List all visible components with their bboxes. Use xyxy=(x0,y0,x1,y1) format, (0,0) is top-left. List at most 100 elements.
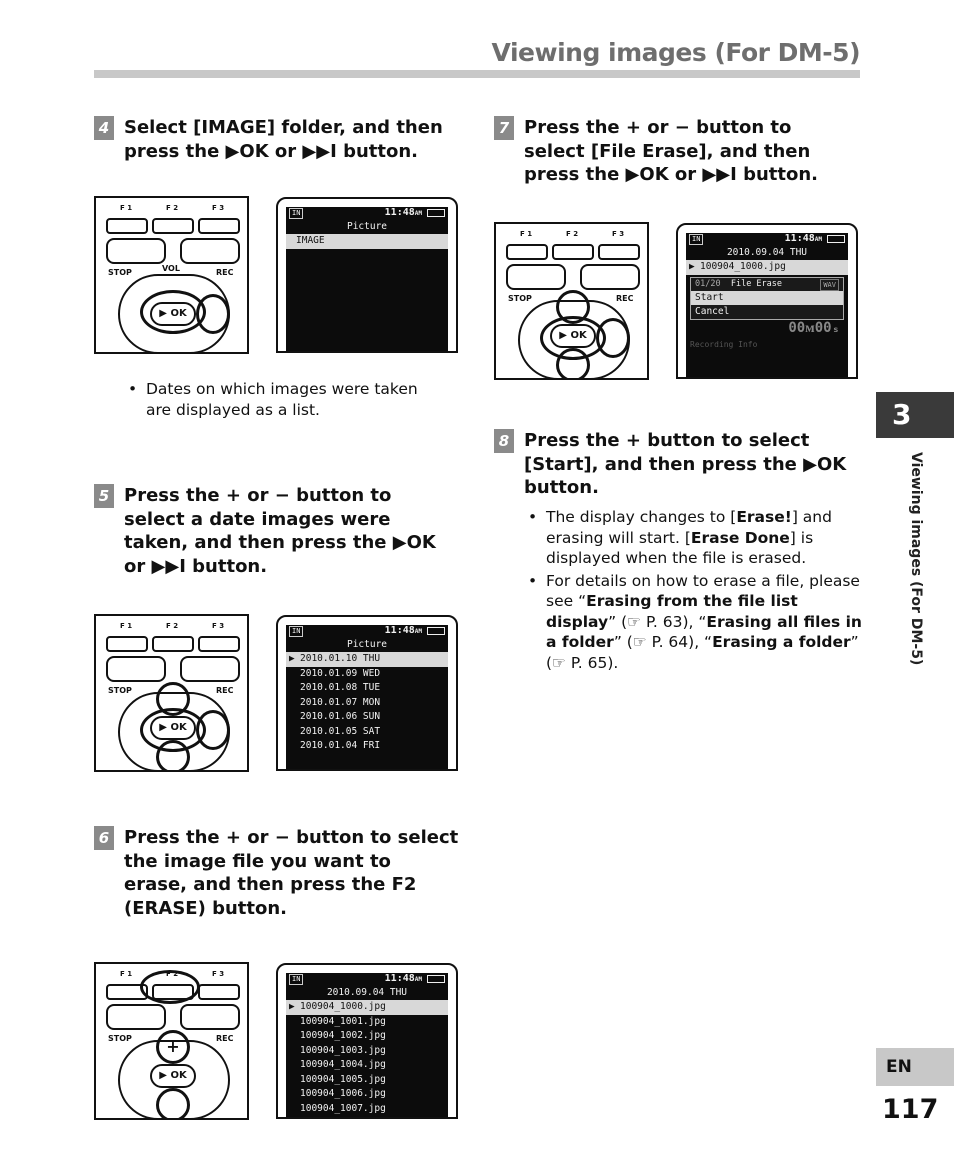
step-number: 4 xyxy=(94,116,114,140)
screen-title: Picture xyxy=(346,639,388,650)
list-item: 2010.01.09 WED xyxy=(300,667,381,679)
lcd-screen: IN 11:48AM Picture IMAGE xyxy=(276,197,458,353)
f2-label: F 2 xyxy=(566,230,579,238)
ampm-indicator: AM xyxy=(414,628,422,635)
step-number: 8 xyxy=(494,429,514,453)
step-instruction: Press the + or − button to select a date… xyxy=(124,485,436,577)
f1-button xyxy=(106,218,148,234)
highlight-circle xyxy=(556,348,590,378)
chapter-number: 3 xyxy=(876,392,954,438)
list-item: 2010.01.05 SAT xyxy=(300,725,381,737)
screen-title: 2010.09.04 THU xyxy=(326,987,408,998)
f2-button xyxy=(152,636,194,652)
status-bar: IN 11:48AM xyxy=(286,625,448,638)
recording-info: Recording Info xyxy=(690,339,758,349)
f1-label: F 1 xyxy=(120,970,133,978)
stop-button xyxy=(106,238,166,264)
list-item: ▶100904_1000.jpg xyxy=(686,260,848,275)
plus-button-highlight: + xyxy=(156,1030,190,1064)
stop-button xyxy=(506,264,566,290)
rec-label: REC xyxy=(216,686,234,695)
highlight-circle xyxy=(156,1088,190,1118)
stop-label: STOP xyxy=(108,1034,132,1043)
f3-button xyxy=(198,984,240,1000)
rec-label: REC xyxy=(216,268,234,277)
f3-button xyxy=(198,636,240,652)
page-number: 117 xyxy=(882,1094,939,1125)
screen-title: 2010.09.04 THU xyxy=(726,247,808,258)
memory-badge: IN xyxy=(689,234,704,245)
page-title: Viewing images (For DM-5) xyxy=(491,38,861,67)
list-item: 100904_1004.jpg xyxy=(300,1059,386,1070)
list-item: ▶100904_1000.jpg xyxy=(286,1000,448,1015)
f3-label: F 3 xyxy=(212,622,225,630)
list-item: 100904_1003.jpg xyxy=(300,1044,386,1056)
list-item: IMAGE xyxy=(286,234,448,249)
battery-icon xyxy=(427,975,445,983)
highlight-circle xyxy=(156,740,190,770)
rec-label: REC xyxy=(216,1034,234,1043)
lcd-screen: IN 11:48AM 2010.09.04 THU ▶100904_1000.j… xyxy=(276,963,458,1119)
chapter-label: Viewing images (For DM-5) xyxy=(908,452,924,666)
memory-badge: IN xyxy=(289,974,304,985)
clock: 11:48AM xyxy=(384,625,422,636)
battery-icon xyxy=(827,235,845,243)
lcd-screen: IN 11:48AM Picture ▶2010.01.10 THU 2010.… xyxy=(276,615,458,771)
step-number: 5 xyxy=(94,484,114,508)
rec-button xyxy=(580,264,640,290)
note: Dates on which images were taken are dis… xyxy=(124,379,444,420)
battery-icon xyxy=(427,627,445,635)
step-instruction: Press the + button to select [Start], an… xyxy=(524,430,847,498)
step-4-notes: Dates on which images were taken are dis… xyxy=(124,379,444,420)
f1-label: F 1 xyxy=(520,230,533,238)
list-item: ▶2010.01.10 THU xyxy=(286,652,448,667)
list-item: 100904_1006.jpg xyxy=(300,1088,386,1099)
memory-badge: IN xyxy=(289,626,304,637)
status-bar: IN 11:48AM xyxy=(686,233,848,246)
menu-option-start: Start xyxy=(691,290,843,305)
f2-label: F 2 xyxy=(166,622,179,630)
f1-button xyxy=(106,636,148,652)
step-instruction: Select [IMAGE] folder, and then press th… xyxy=(124,117,443,162)
list-item: 100904_1007.jpg xyxy=(300,1102,386,1114)
rec-label: REC xyxy=(616,294,634,303)
list-item: 100904_1005.jpg xyxy=(300,1073,386,1085)
status-bar: IN 11:48AM xyxy=(286,207,448,220)
f3-button xyxy=(598,244,640,260)
f2-button xyxy=(152,218,194,234)
ampm-indicator: AM xyxy=(814,236,822,243)
language-badge: EN xyxy=(876,1048,954,1086)
stop-button xyxy=(106,656,166,682)
popup-title: File Erase xyxy=(730,278,783,289)
f1-label: F 1 xyxy=(120,204,133,212)
memory-badge: IN xyxy=(289,208,304,219)
list-item: 2010.01.08 TUE xyxy=(300,682,381,693)
recorder-illustration: F 1 F 2 F 3 STOP REC ▶ OK + xyxy=(94,962,249,1120)
list-item: 2010.01.07 MON xyxy=(300,696,381,708)
lcd-screen: IN 11:48AM 2010.09.04 THU ▶100904_1000.j… xyxy=(676,223,858,379)
highlight-circle xyxy=(196,710,230,750)
ampm-indicator: AM xyxy=(414,210,422,217)
ok-button: ▶ OK xyxy=(150,1064,196,1088)
rec-button xyxy=(180,238,240,264)
clock: 11:48AM xyxy=(784,233,822,244)
list-item: 2010.01.06 SUN xyxy=(300,711,381,722)
recorder-illustration: F 1 F 2 F 3 STOP REC ▶ OK xyxy=(94,614,249,772)
clock: 11:48AM xyxy=(384,207,422,218)
rec-button xyxy=(180,656,240,682)
stop-button xyxy=(106,1004,166,1030)
screen-title: Picture xyxy=(346,221,388,232)
stop-label: STOP xyxy=(108,686,132,695)
header-rule xyxy=(94,70,860,78)
recorder-illustration: F 1 F 2 F 3 STOP REC ▶ OK xyxy=(494,222,649,380)
list-item: 2010.01.04 FRI xyxy=(300,740,381,751)
f1-button xyxy=(506,244,548,260)
vol-label: VOL xyxy=(162,264,180,273)
list-item: 100904_1002.jpg xyxy=(300,1030,386,1041)
ampm-indicator: AM xyxy=(414,976,422,983)
step-number: 7 xyxy=(494,116,514,140)
battery-icon xyxy=(427,209,445,217)
step-8-notes: The display changes to [Erase!] and eras… xyxy=(524,507,864,673)
clock: 11:48AM xyxy=(384,973,422,984)
